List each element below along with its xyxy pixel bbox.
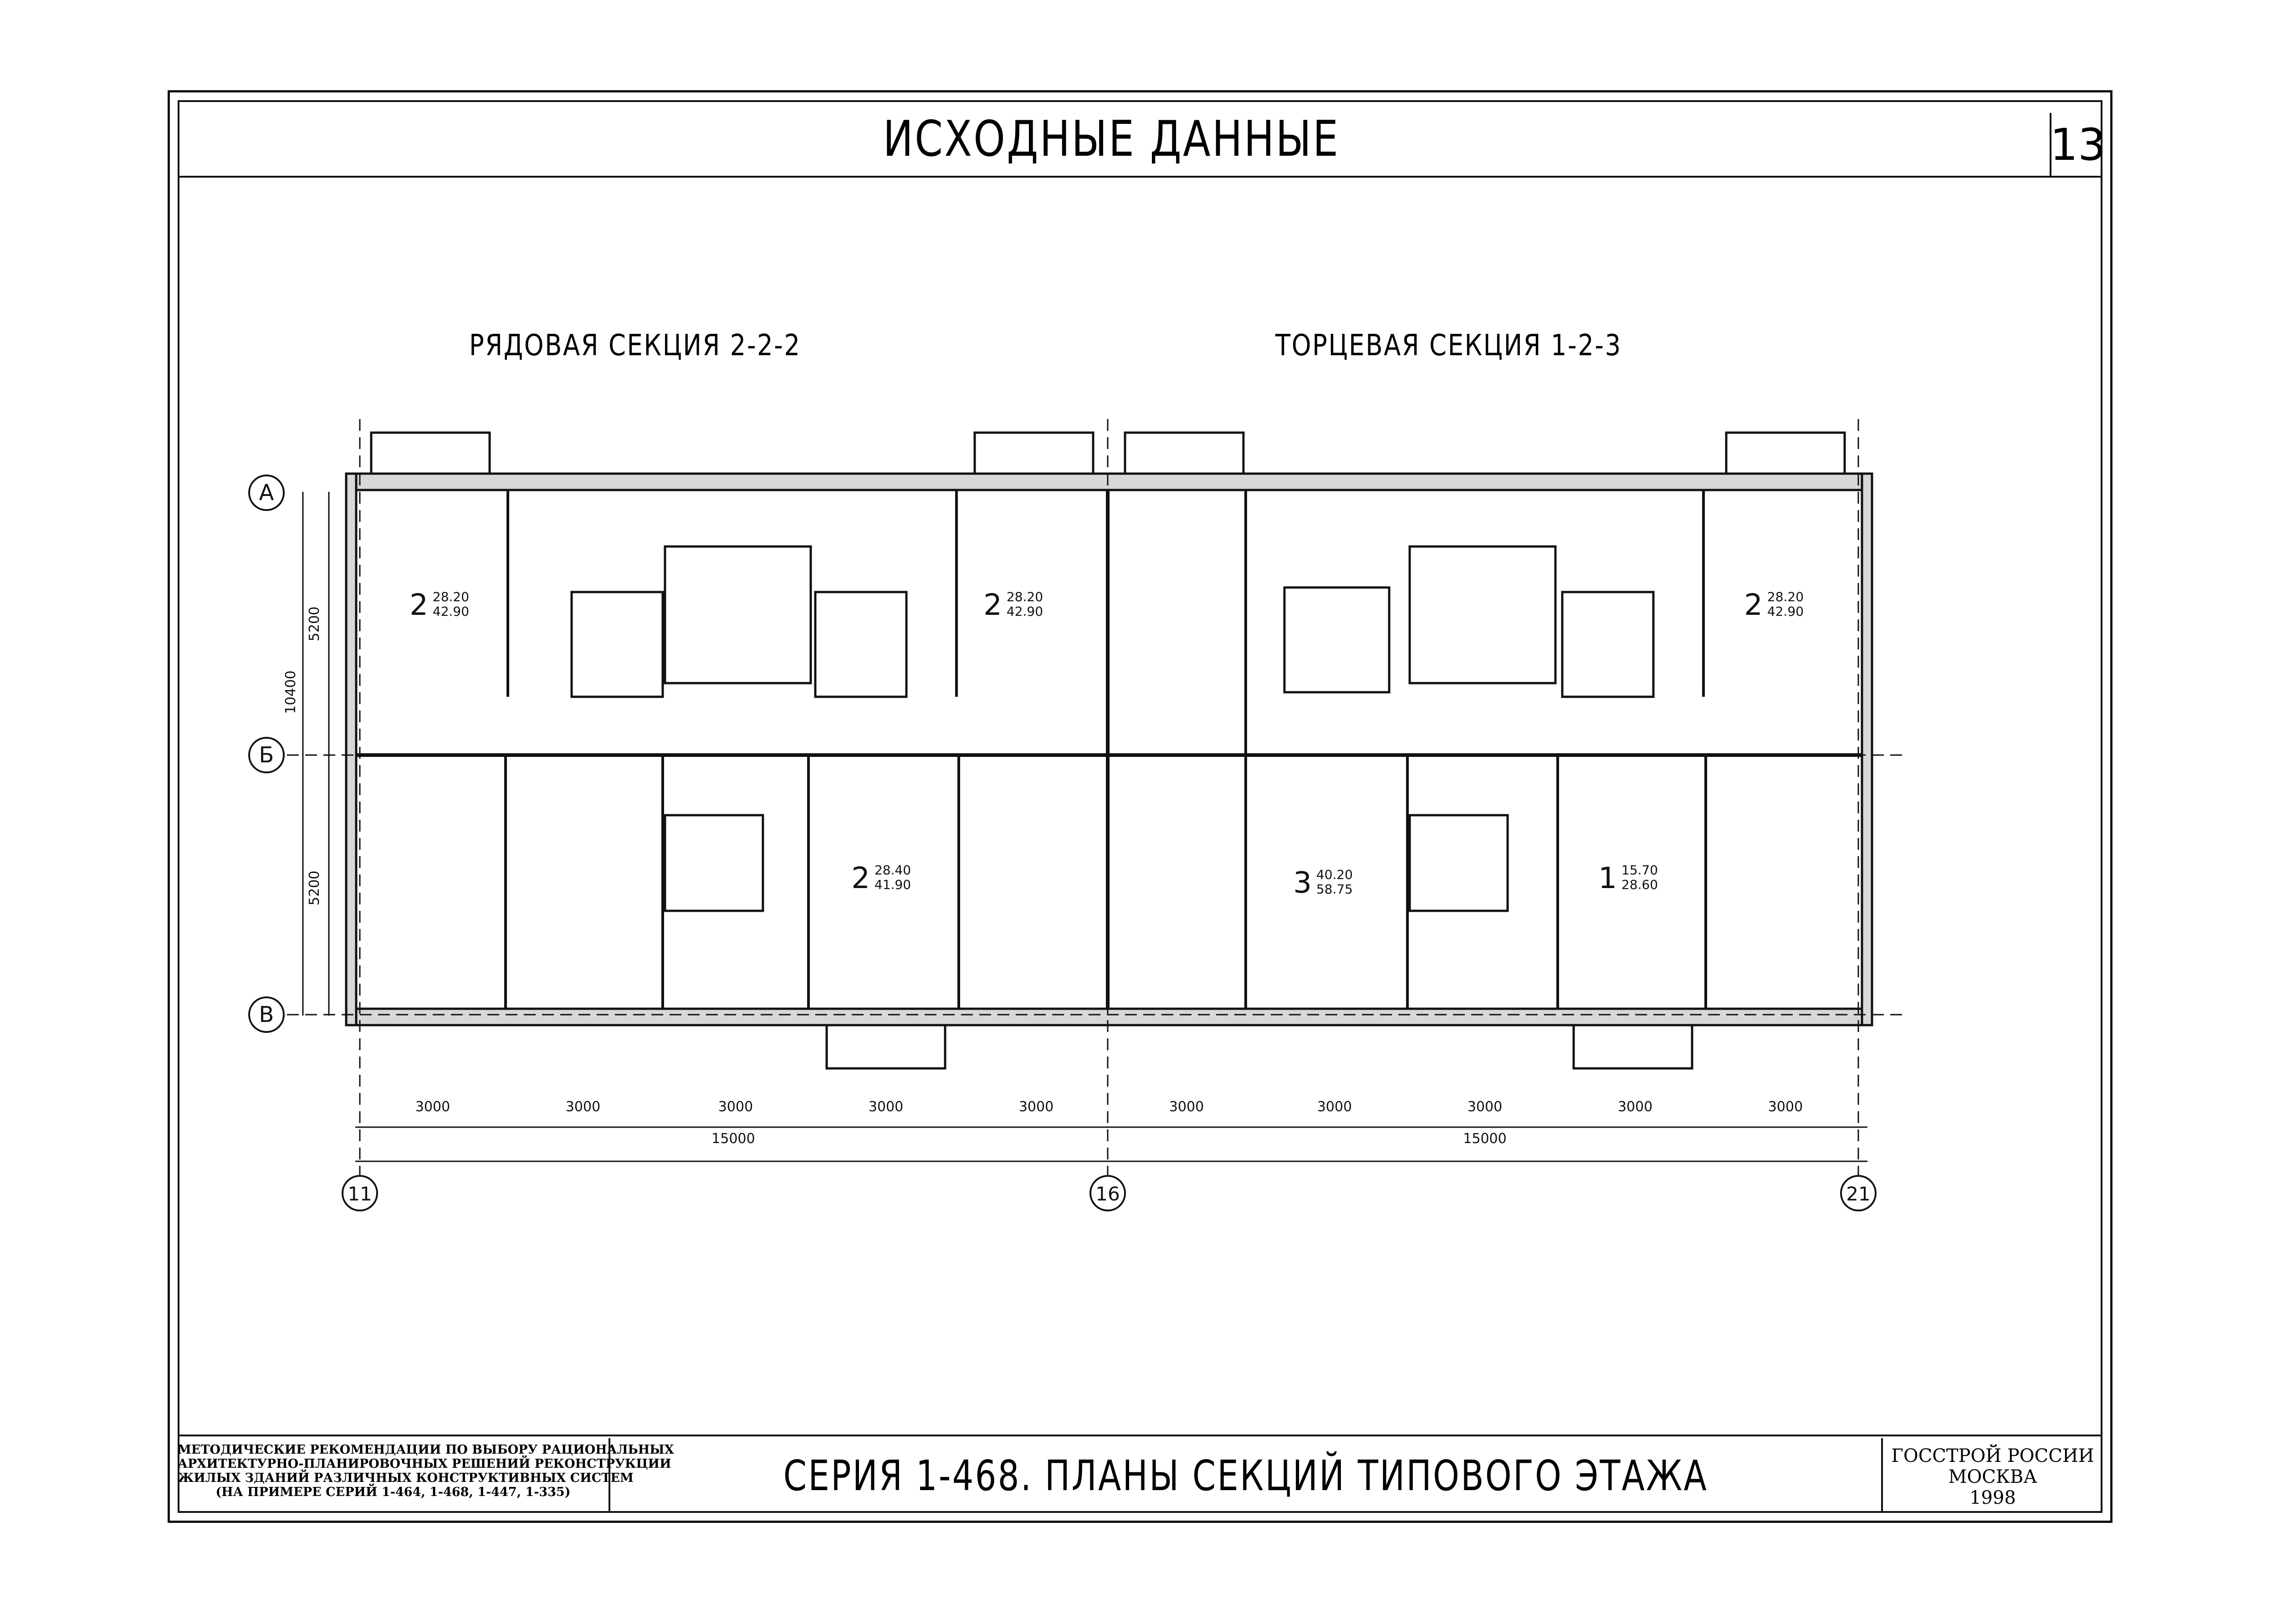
title-block — [178, 1435, 2102, 1513]
drawing-frame-outer — [168, 90, 2112, 1523]
svg-text:2: 2 — [409, 588, 428, 622]
svg-text:28.60: 28.60 — [1621, 877, 1658, 892]
svg-text:28.40: 28.40 — [875, 863, 911, 878]
svg-text:28.20: 28.20 — [1007, 589, 1043, 604]
apartment-label: 3 40.20 58.75 — [1293, 866, 1353, 900]
bay-dim: 3000 — [869, 1099, 903, 1115]
year: 1998 — [1969, 1487, 2016, 1508]
svg-text:28.20: 28.20 — [433, 589, 469, 604]
height-dim: 5200 — [307, 871, 322, 905]
bay-dim: 3000 — [1317, 1099, 1352, 1115]
apartment-label: 2 28.20 42.90 — [409, 588, 469, 622]
series-title-text: СЕРИЯ 1-468. ПЛАНЫ СЕКЦИЙ ТИПОВОГО ЭТАЖА — [783, 1451, 1708, 1500]
svg-text:42.90: 42.90 — [433, 604, 469, 619]
series-title: СЕРИЯ 1-468. ПЛАНЫ СЕКЦИЙ ТИПОВОГО ЭТАЖА — [610, 1438, 1881, 1513]
north-wall — [345, 472, 1873, 491]
methodology-note: МЕТОДИЧЕСКИЕ РЕКОМЕНДАЦИИ ПО ВЫБОРУ РАЦИ… — [178, 1438, 674, 1513]
west-wall — [345, 472, 358, 1026]
page-number: 13 — [2050, 113, 2106, 177]
bay-dim: 3000 — [1019, 1099, 1054, 1115]
span-dim: 15000 — [711, 1131, 755, 1147]
right-section-label: ТОРЦЕВАЯ СЕКЦИЯ 1-2-3 — [1275, 329, 1622, 363]
axis-label-21: 21 — [1846, 1183, 1870, 1205]
city-name: МОСКВА — [1948, 1466, 2037, 1487]
height-dim: 5200 — [307, 607, 322, 641]
bay-dim: 3000 — [415, 1099, 450, 1115]
header-band — [178, 100, 2102, 178]
bay-dim: 3000 — [1618, 1099, 1652, 1115]
apartment-label: 2 28.20 42.90 — [983, 588, 1043, 622]
organization-block: ГОССТРОЙ РОССИИ МОСКВА 1998 — [1881, 1438, 2102, 1513]
apartment-label: 2 28.40 41.90 — [851, 862, 911, 895]
apartment-label: 2 28.20 42.90 — [1744, 588, 1804, 622]
methodology-line: МЕТОДИЧЕСКИЕ РЕКОМЕНДАЦИИ ПО ВЫБОРУ РАЦИ… — [178, 1443, 674, 1457]
svg-text:1: 1 — [1598, 862, 1617, 895]
svg-text:41.90: 41.90 — [875, 877, 911, 892]
axis-label-b: Б — [259, 742, 274, 768]
svg-text:42.90: 42.90 — [1767, 604, 1804, 619]
methodology-line: (НА ПРИМЕРЕ СЕРИЙ 1-464, 1-468, 1-447, 1… — [215, 1485, 571, 1499]
methodology-line: ЖИЛЫХ ЗДАНИЙ РАЗЛИЧНЫХ КОНСТРУКТИВНЫХ СИ… — [178, 1471, 634, 1485]
bay-dim: 3000 — [1169, 1099, 1204, 1115]
svg-text:3: 3 — [1293, 866, 1312, 900]
stair-core-left — [664, 545, 812, 684]
document-title: ИСХОДНЫЕ ДАННЫЕ — [883, 110, 1340, 168]
left-section-label: РЯДОВАЯ СЕКЦИЯ 2-2-2 — [469, 329, 801, 363]
methodology-line: АРХИТЕКТУРНО-ПЛАНИРОВОЧНЫХ РЕШЕНИЙ РЕКОН… — [178, 1457, 671, 1471]
organization-name: ГОССТРОЙ РОССИИ — [1891, 1445, 2094, 1466]
axis-label-16: 16 — [1095, 1183, 1120, 1205]
bay-dim: 3000 — [1468, 1099, 1502, 1115]
stair-core-right — [1408, 545, 1557, 684]
bay-dim: 3000 — [566, 1099, 600, 1115]
total-height-dim: 10400 — [283, 670, 299, 714]
axis-label-v: В — [259, 1002, 274, 1027]
svg-text:15.70: 15.70 — [1621, 863, 1658, 878]
east-wall — [1861, 472, 1873, 1026]
bay-dim: 3000 — [718, 1099, 753, 1115]
span-dim: 15000 — [1463, 1131, 1506, 1147]
svg-text:28.20: 28.20 — [1767, 589, 1804, 604]
svg-text:2: 2 — [1744, 588, 1763, 622]
apartment-label: 1 15.70 28.60 — [1598, 862, 1658, 895]
axis-label-11: 11 — [348, 1183, 372, 1205]
svg-text:2: 2 — [983, 588, 1002, 622]
svg-text:42.90: 42.90 — [1007, 604, 1043, 619]
svg-text:2: 2 — [851, 862, 870, 895]
bay-dim: 3000 — [1768, 1099, 1803, 1115]
axis-label-a: А — [259, 480, 274, 506]
svg-text:58.75: 58.75 — [1316, 882, 1353, 897]
drawing-frame-inner — [178, 100, 2102, 1513]
south-wall — [345, 1007, 1873, 1026]
svg-text:40.20: 40.20 — [1316, 867, 1353, 882]
